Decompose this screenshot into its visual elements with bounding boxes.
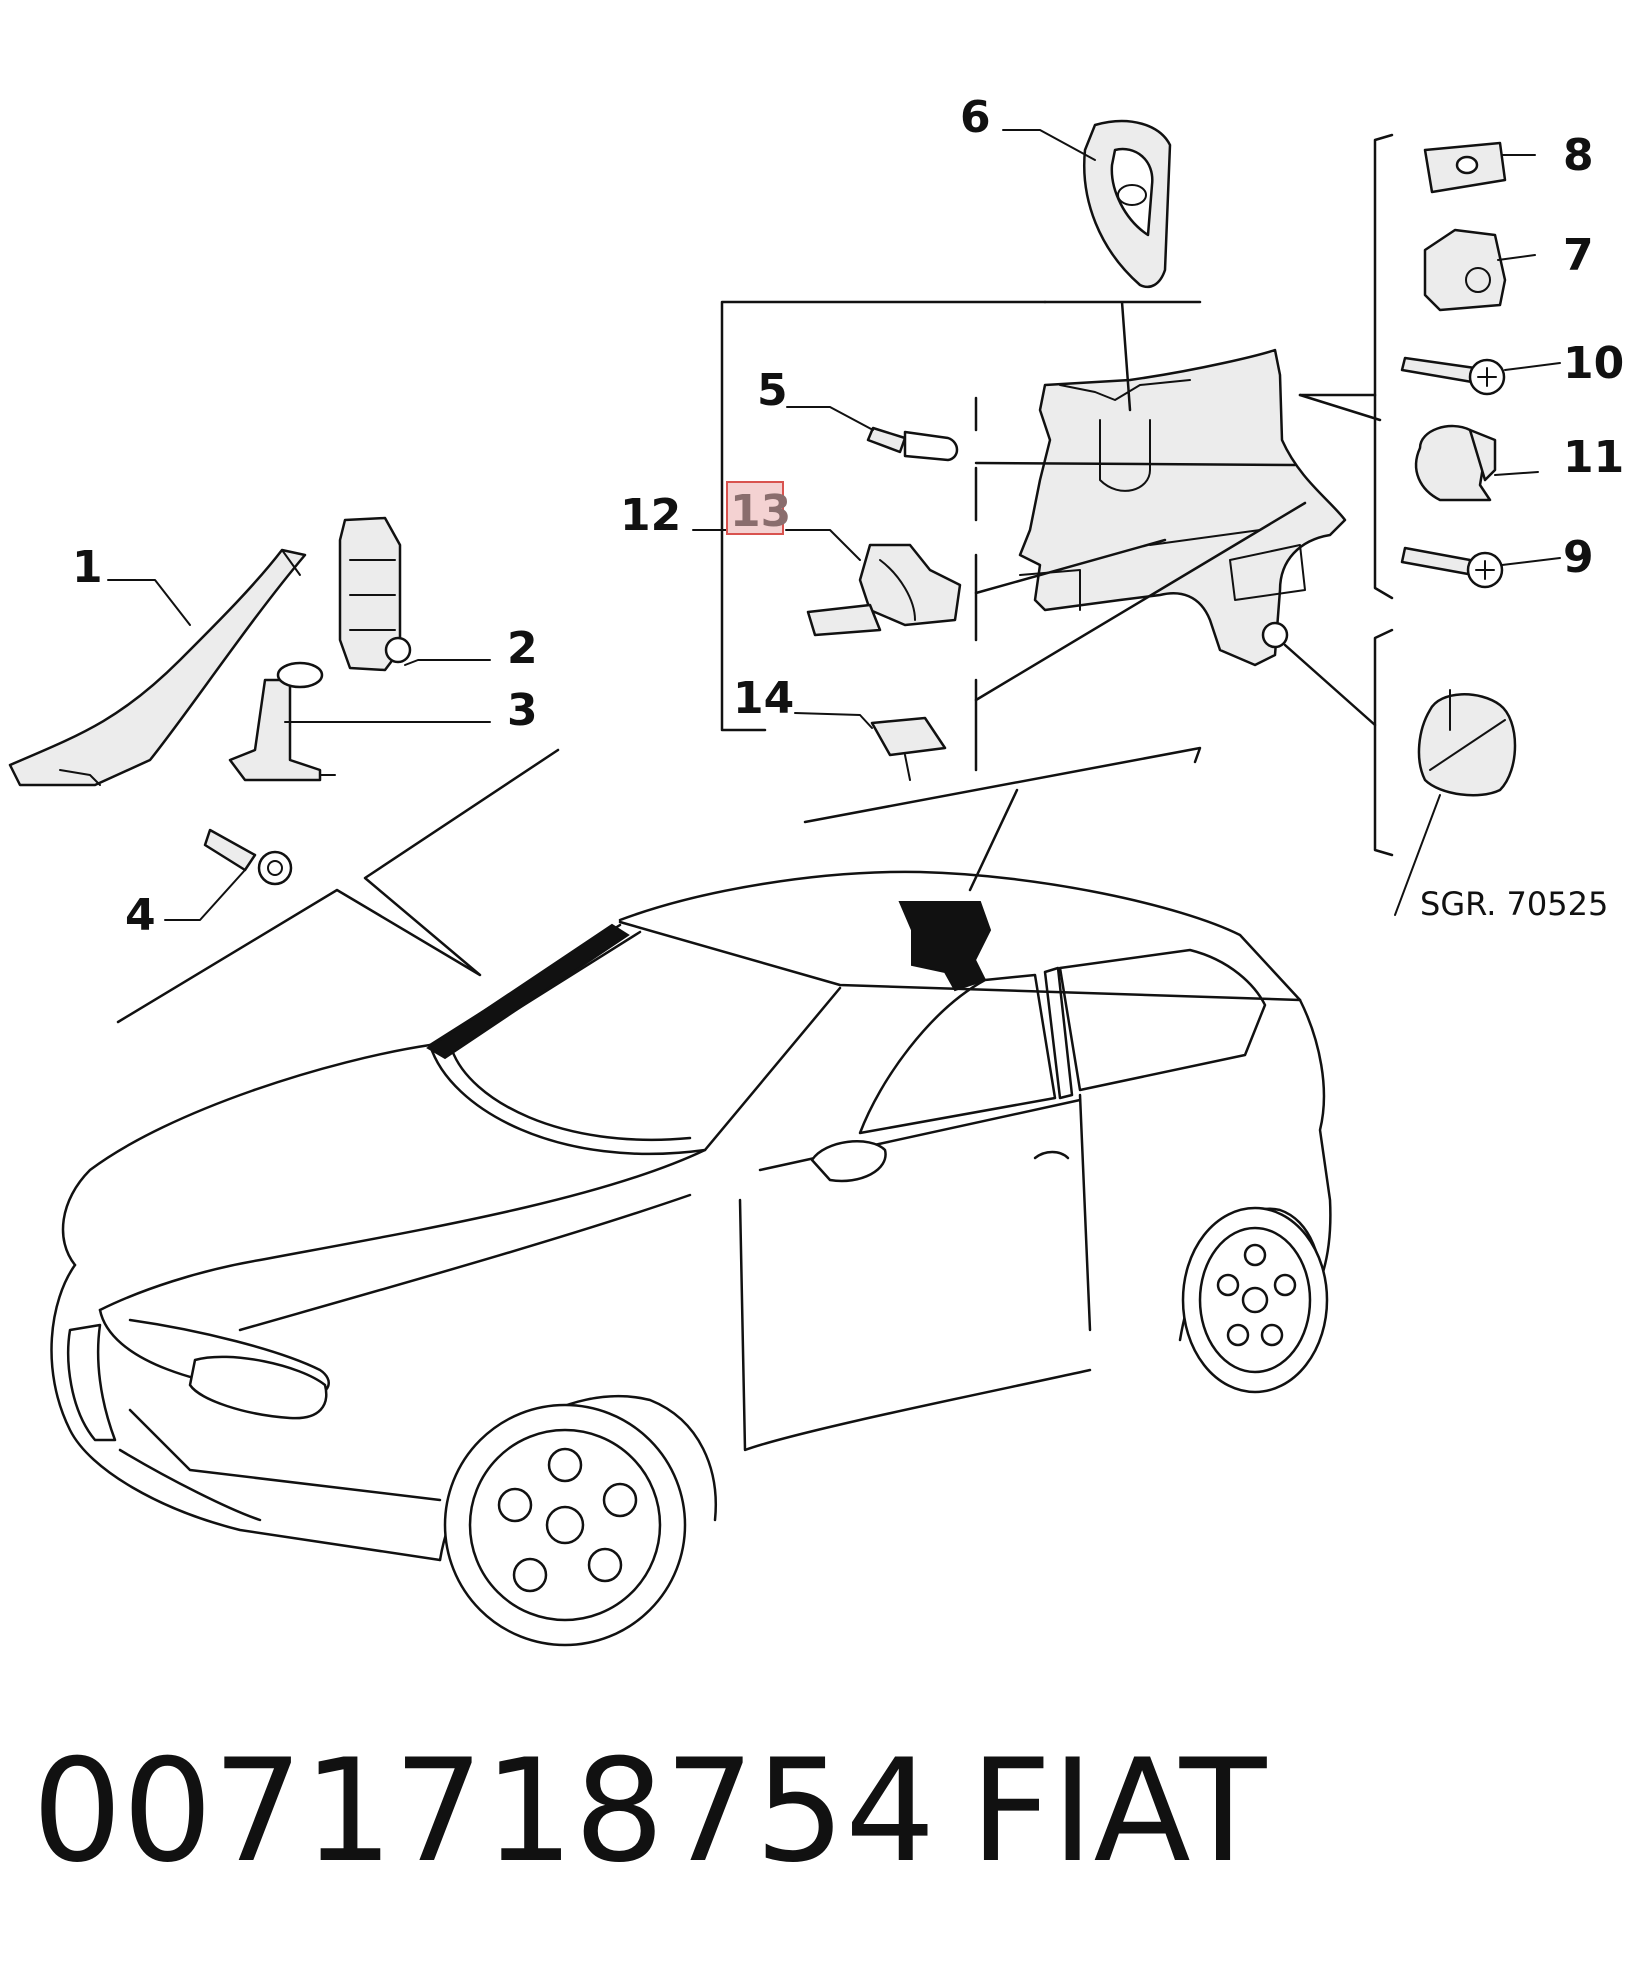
pillar-trim-assembly	[1018, 348, 1347, 667]
callout-10: 10	[1563, 338, 1624, 389]
part-7-nut-clip	[1423, 228, 1507, 312]
part-number: 0071718754	[32, 1729, 935, 1894]
callout-7: 7	[1563, 230, 1594, 281]
callout-labels: 1 2 3 4 5 6 7 8 9 10 11 12 13 14 SGR. 70…	[72, 92, 1624, 941]
callout-3: 3	[507, 685, 538, 736]
callout-leaders	[107, 129, 1561, 921]
car-illustration	[50, 870, 1332, 1647]
part-13-clip	[806, 543, 962, 637]
brand-name: FIAT	[970, 1729, 1268, 1894]
callout-2: 2	[507, 623, 538, 674]
callout-13-highlight	[726, 481, 784, 535]
part-2-clip	[338, 516, 412, 672]
footer: 0071718754 FIAT	[32, 1729, 1268, 1894]
part-3-bracket	[228, 661, 336, 782]
part-1-a-pillar-trim	[8, 548, 307, 787]
callout-9: 9	[1563, 532, 1594, 583]
part-5-stud	[866, 426, 959, 462]
callout-4: 4	[125, 890, 156, 941]
group-brackets	[720, 133, 1394, 857]
part-6-badge	[1083, 119, 1172, 289]
part-8-clip	[1423, 141, 1507, 194]
callout-6: 6	[960, 92, 991, 143]
plug-cap	[1417, 689, 1517, 797]
callout-13: 13	[730, 486, 791, 537]
part-9-screw	[1400, 546, 1504, 589]
callout-8: 8	[1563, 130, 1594, 181]
front-wheel	[438, 1395, 717, 1647]
callout-14: 14	[733, 673, 794, 724]
part-14-pad	[870, 716, 947, 781]
part-10-screw	[1400, 356, 1506, 396]
callout-1: 1	[72, 542, 103, 593]
central-leaders	[803, 300, 1382, 892]
callout-11: 11	[1563, 432, 1624, 483]
reference-code: SGR. 70525	[1420, 885, 1608, 923]
rear-wheel	[1178, 1206, 1329, 1394]
callout-12: 12	[620, 490, 681, 541]
part-11-clip	[1414, 424, 1497, 502]
left-group-leader	[116, 748, 560, 1024]
part-4-screw	[203, 828, 293, 886]
callout-5: 5	[757, 365, 788, 416]
